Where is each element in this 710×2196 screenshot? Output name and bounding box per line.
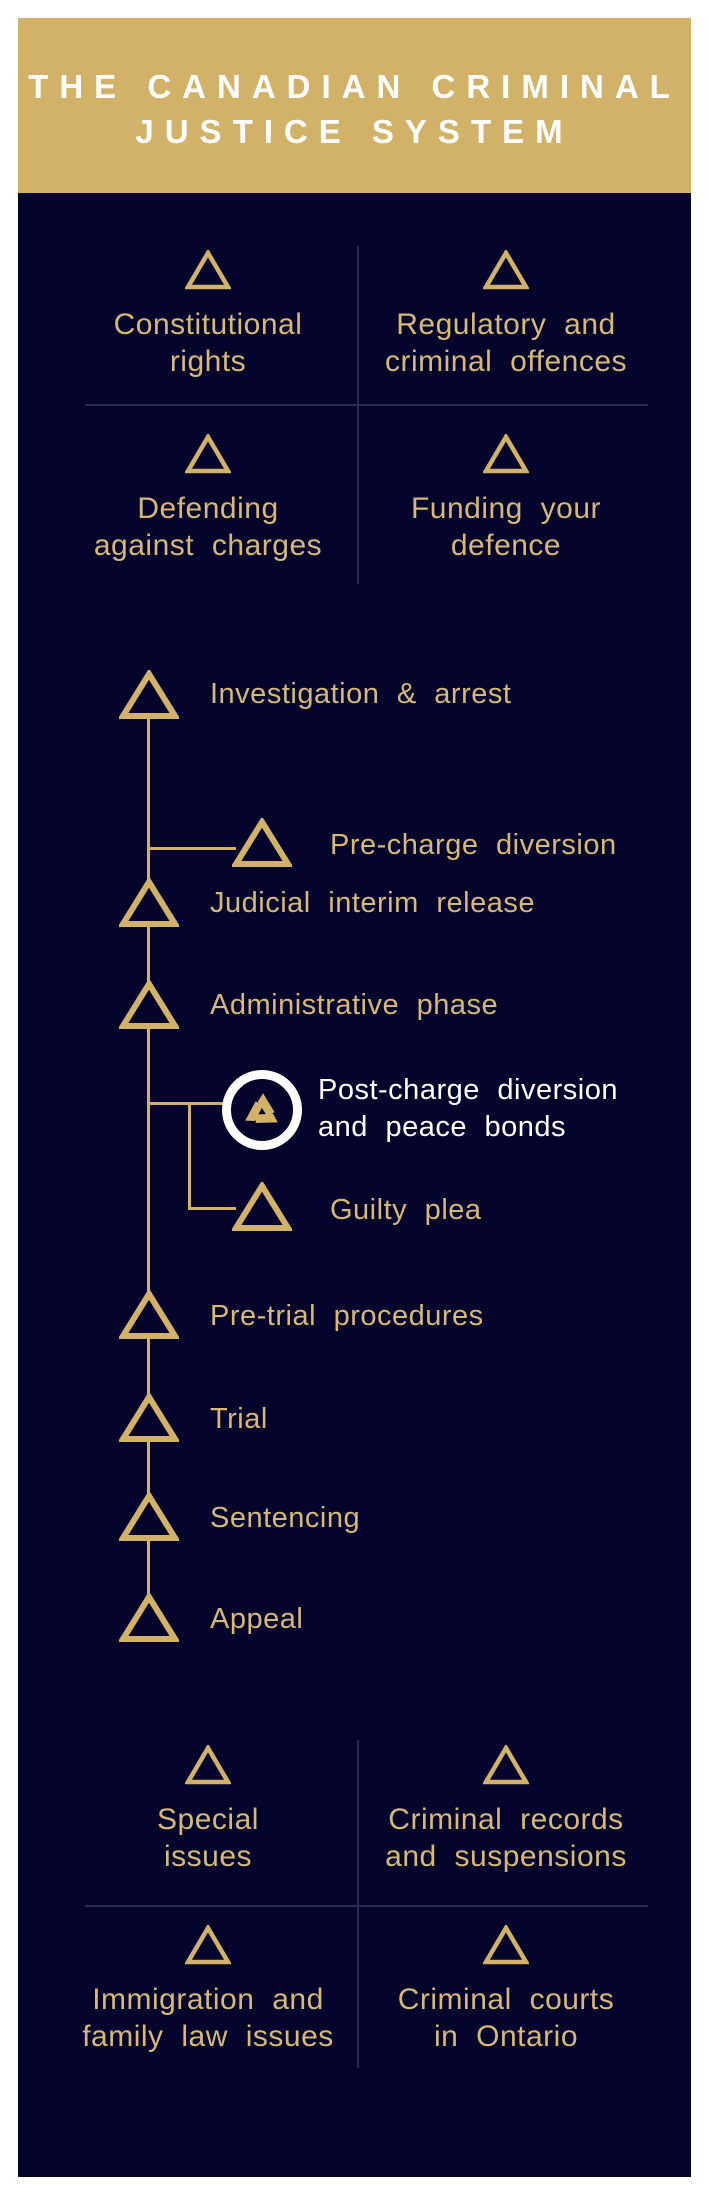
timeline-item-post-charge-diversion[interactable]: Post-charge diversion and peace bonds: [318, 1072, 618, 1146]
label-line: in Ontario: [433, 2020, 579, 2053]
timeline-item-pre-trial-procedures[interactable]: Pre-trial procedures: [210, 1300, 484, 1332]
branch-line-guilty-horizontal: [188, 1207, 236, 1210]
branch-line-guilty-vertical: [188, 1102, 191, 1210]
label-line: Immigration and: [92, 1983, 324, 2016]
timeline-item-judicial-interim-release[interactable]: Judicial interim release: [210, 887, 535, 919]
label-line: issues: [163, 1840, 253, 1873]
bottom-grid-horizontal-divider: [85, 1905, 648, 1907]
branch-line-pre-charge: [149, 847, 236, 850]
grid-item-defending-against-charges[interactable]: Defending against charges: [63, 434, 353, 564]
label-line: and suspensions: [385, 1840, 627, 1873]
grid-item-immigration-family-law[interactable]: Immigration and family law issues: [63, 1925, 353, 2055]
grid-item-criminal-records-suspensions[interactable]: Criminal records and suspensions: [361, 1745, 651, 1875]
page-title-line2: JUSTICE SYSTEM: [135, 113, 574, 150]
triangle-icon: [483, 1745, 529, 1785]
label-line: Funding your: [410, 492, 602, 525]
grid-item-constitutional-rights[interactable]: Constitutional rights: [63, 250, 353, 380]
triangle-icon: [483, 1925, 529, 1965]
label-line: family law issues: [82, 2020, 334, 2053]
timeline-item-guilty-plea[interactable]: Guilty plea: [330, 1194, 482, 1226]
triangle-icon-investigation[interactable]: [119, 670, 179, 720]
grid-item-label: Funding your defence: [411, 490, 601, 564]
infographic-panel: THE CANADIAN CRIMINAL JUSTICE SYSTEM Con…: [18, 18, 691, 2177]
timeline-item-pre-charge-diversion[interactable]: Pre-charge diversion: [330, 829, 617, 861]
grid-item-label: Regulatory and criminal offences: [385, 306, 627, 380]
label-line: Post-charge diversion: [318, 1074, 618, 1106]
grid-item-criminal-courts-ontario[interactable]: Criminal courts in Ontario: [361, 1925, 651, 2055]
header-banner: THE CANADIAN CRIMINAL JUSTICE SYSTEM: [18, 18, 691, 193]
triangle-icon: [185, 250, 231, 290]
timeline-item-administrative-phase[interactable]: Administrative phase: [210, 989, 499, 1021]
triangle-icon-pre-charge[interactable]: [232, 818, 292, 868]
triangle-icon: [483, 250, 529, 290]
grid-item-label: Special issues: [157, 1801, 259, 1875]
grid-item-label: Criminal records and suspensions: [385, 1801, 627, 1875]
page-title-line1: THE CANADIAN CRIMINAL: [28, 68, 681, 105]
label-line: Criminal records: [388, 1803, 624, 1836]
timeline-item-sentencing[interactable]: Sentencing: [210, 1502, 361, 1534]
grid-item-label: Immigration and family law issues: [82, 1981, 334, 2055]
branch-line-post-charge: [149, 1102, 223, 1105]
triangle-icon: [185, 434, 231, 474]
grid-item-label: Constitutional rights: [114, 306, 303, 380]
triangle-icon: [483, 434, 529, 474]
triangle-icon: [185, 1925, 231, 1965]
grid-item-regulatory-criminal-offences[interactable]: Regulatory and criminal offences: [361, 250, 651, 380]
label-line: rights: [169, 345, 247, 378]
timeline-item-investigation-arrest[interactable]: Investigation & arrest: [210, 678, 512, 710]
top-grid-vertical-divider: [357, 246, 359, 584]
label-line: Regulatory and: [396, 308, 616, 341]
firm-logo-icon: [245, 1093, 278, 1123]
timeline-main-line: [147, 717, 150, 1594]
triangle-icon-trial[interactable]: [119, 1393, 179, 1443]
label-line: against charges: [93, 529, 323, 562]
current-item-highlight-circle[interactable]: [222, 1070, 302, 1150]
triangle-icon: [185, 1745, 231, 1785]
grid-item-funding-your-defence[interactable]: Funding your defence: [361, 434, 651, 564]
triangle-icon-pre-trial[interactable]: [119, 1290, 179, 1340]
triangle-icon-appeal[interactable]: [119, 1593, 179, 1643]
triangle-icon-guilty-plea[interactable]: [232, 1182, 292, 1232]
label-line: Constitutional: [113, 308, 303, 341]
bottom-grid-vertical-divider: [357, 1740, 359, 2068]
grid-item-label: Criminal courts in Ontario: [398, 1981, 615, 2055]
timeline-item-appeal[interactable]: Appeal: [210, 1603, 304, 1635]
triangle-icon-sentencing[interactable]: [119, 1492, 179, 1542]
label-line: defence: [450, 529, 562, 562]
label-line: and peace bonds: [318, 1111, 567, 1143]
label-line: criminal offences: [384, 345, 628, 378]
grid-item-label: Defending against charges: [94, 490, 322, 564]
label-line: Defending: [137, 492, 279, 525]
label-line: Special: [157, 1803, 259, 1836]
timeline-item-trial[interactable]: Trial: [210, 1403, 268, 1435]
label-line: Criminal courts: [397, 1983, 615, 2016]
triangle-icon-administrative[interactable]: [119, 980, 179, 1030]
triangle-icon-judicial[interactable]: [119, 878, 179, 928]
top-grid-horizontal-divider: [85, 404, 648, 406]
grid-item-special-issues[interactable]: Special issues: [63, 1745, 353, 1875]
